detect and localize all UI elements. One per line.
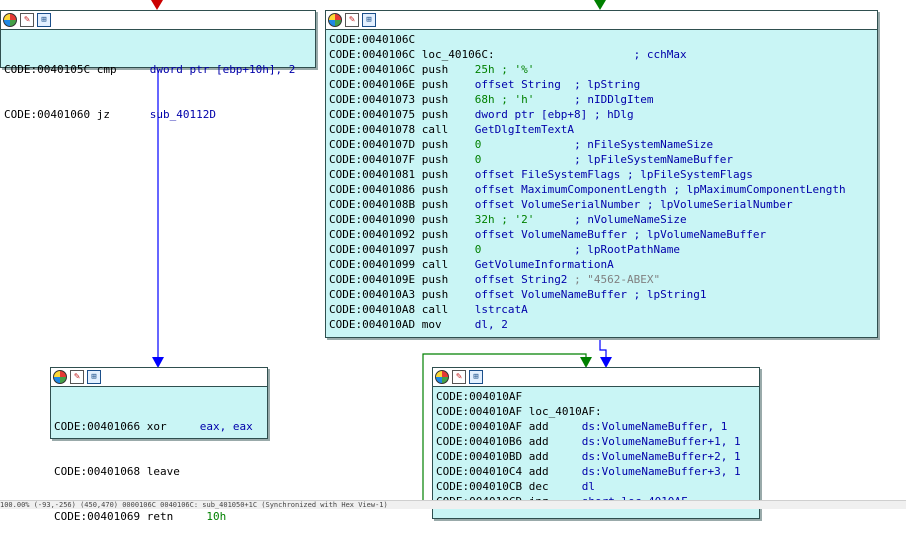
edge-main-to-bottom-right xyxy=(599,336,607,358)
code-line[interactable]: CODE:00401073 push 68h ; 'h' ; nIDDlgIte… xyxy=(329,93,654,106)
graph-view-icon[interactable]: ⊞ xyxy=(87,370,101,384)
rename-pencil-icon[interactable]: ✎ xyxy=(345,13,359,27)
code-line[interactable]: CODE:0040109E push offset String2 ; "456… xyxy=(329,273,661,286)
graph-view-icon[interactable]: ⊞ xyxy=(362,13,376,27)
code-line[interactable]: CODE:004010AF loc_4010AF: xyxy=(436,405,602,418)
code-line[interactable]: CODE:00401099 call GetVolumeInformationA xyxy=(329,258,614,271)
node-code: CODE:0040106C CODE:0040106C loc_40106C: … xyxy=(326,30,877,334)
code-line[interactable]: CODE:00401069 retn 10h xyxy=(54,510,227,523)
node-cmp-jz[interactable]: ✎ ⊞ CODE:0040105C cmp dword ptr [ebp+10h… xyxy=(0,10,316,121)
code-line[interactable]: CODE:004010A3 push offset VolumeNameBuff… xyxy=(329,288,707,301)
node-header: ✎ ⊞ xyxy=(433,368,759,387)
edge-arrow-head-blue-2 xyxy=(600,357,612,368)
code-line[interactable]: CODE:0040106C push 25h ; '%' xyxy=(329,63,535,76)
code-line[interactable]: CODE:00401081 push offset FileSystemFlag… xyxy=(329,168,753,181)
code-line[interactable]: CODE:0040106C xyxy=(329,33,416,46)
color-wheel-icon[interactable] xyxy=(53,370,67,384)
code-line[interactable]: CODE:0040107D push 0 ; nFileSystemNameSi… xyxy=(329,138,714,151)
code-line[interactable]: CODE:004010AF xyxy=(436,390,523,403)
edge-arrow-head-blue xyxy=(152,357,164,368)
node-header: ✎ ⊞ xyxy=(326,11,877,30)
graph-view-icon[interactable]: ⊞ xyxy=(37,13,51,27)
code-line[interactable]: CODE:0040106E push offset String ; lpStr… xyxy=(329,78,641,91)
color-wheel-icon[interactable] xyxy=(328,13,342,27)
code-line[interactable]: CODE:004010C4 add ds:VolumeNameBuffer+3,… xyxy=(436,465,741,478)
code-line[interactable]: CODE:004010CB dec dl xyxy=(436,480,595,493)
node-code: CODE:00401066 xor eax, eax CODE:00401068… xyxy=(51,387,267,556)
node-loc-4010af[interactable]: ✎ ⊞ CODE:004010AF CODE:004010AF loc_4010… xyxy=(432,367,760,519)
code-line[interactable]: CODE:0040107F push 0 ; lpFileSystemNameB… xyxy=(329,153,734,166)
edge-arrow-head-green xyxy=(580,357,592,368)
edge-arrow-true xyxy=(594,0,606,10)
node-code: CODE:004010AF CODE:004010AF loc_4010AF: C… xyxy=(433,387,759,511)
code-line[interactable]: CODE:0040108B push offset VolumeSerialNu… xyxy=(329,198,793,211)
node-xor-leave-retn[interactable]: ✎ ⊞ CODE:00401066 xor eax, eax CODE:0040… xyxy=(50,367,268,523)
node-code: CODE:0040105C cmp dword ptr [ebp+10h], 2… xyxy=(1,30,315,154)
code-line[interactable]: CODE:00401097 push 0 ; lpRootPathName xyxy=(329,243,681,256)
code-line[interactable]: CODE:00401090 push 32h ; '2' ; nVolumeNa… xyxy=(329,213,687,226)
code-line[interactable]: CODE:004010BD add ds:VolumeNameBuffer+2,… xyxy=(436,450,741,463)
rename-pencil-icon[interactable]: ✎ xyxy=(70,370,84,384)
status-bar: 100.00% (-93,-256) (450,470) 0000106C 00… xyxy=(0,500,906,509)
node-header: ✎ ⊞ xyxy=(51,368,267,387)
code-line[interactable]: CODE:00401075 push dword ptr [ebp+8] ; h… xyxy=(329,108,634,121)
code-line[interactable]: CODE:0040106C loc_40106C: ; cchMax xyxy=(329,48,687,61)
color-wheel-icon[interactable] xyxy=(3,13,17,27)
code-line[interactable]: CODE:00401078 call GetDlgItemTextA xyxy=(329,123,575,136)
graph-edges xyxy=(151,0,612,509)
rename-pencil-icon[interactable]: ✎ xyxy=(452,370,466,384)
code-line[interactable]: CODE:00401066 xor eax, eax xyxy=(54,420,253,433)
rename-pencil-icon[interactable]: ✎ xyxy=(20,13,34,27)
node-header: ✎ ⊞ xyxy=(1,11,315,30)
code-line[interactable]: CODE:004010A8 call lstrcatA xyxy=(329,303,528,316)
code-line[interactable]: CODE:004010AF add ds:VolumeNameBuffer, 1 xyxy=(436,420,728,433)
color-wheel-icon[interactable] xyxy=(435,370,449,384)
code-line[interactable]: CODE:004010B6 add ds:VolumeNameBuffer+1,… xyxy=(436,435,741,448)
code-line[interactable]: CODE:00401060 jz sub_40112D xyxy=(4,108,216,121)
node-loc-40106c[interactable]: ✎ ⊞ CODE:0040106C CODE:0040106C loc_4010… xyxy=(325,10,878,338)
code-line[interactable]: CODE:00401092 push offset VolumeNameBuff… xyxy=(329,228,767,241)
code-line[interactable]: CODE:004010AD mov dl, 2 xyxy=(329,318,508,331)
edge-arrow-false xyxy=(151,0,163,10)
edge-loop-back xyxy=(422,353,587,509)
code-line[interactable]: CODE:00401086 push offset MaximumCompone… xyxy=(329,183,846,196)
graph-view-icon[interactable]: ⊞ xyxy=(469,370,483,384)
code-line[interactable]: CODE:00401068 leave xyxy=(54,465,180,478)
code-line[interactable]: CODE:0040105C cmp dword ptr [ebp+10h], 2 xyxy=(4,63,296,76)
